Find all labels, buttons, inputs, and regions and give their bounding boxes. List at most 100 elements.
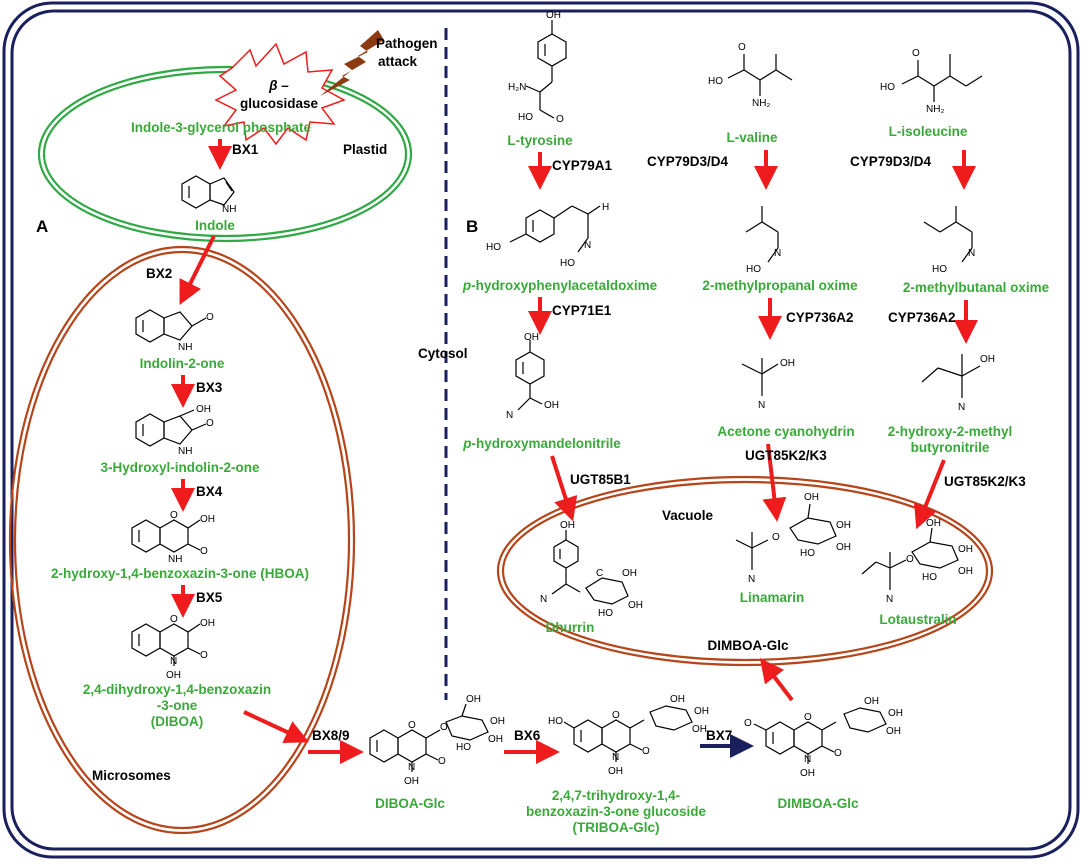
atom-nh-hboa: NH <box>168 554 182 565</box>
compound-acn: Acetone cyanohydrin <box>717 424 854 439</box>
microsomes-label: Microsomes <box>92 768 171 783</box>
vacuole-label: Vacuole <box>662 508 714 523</box>
atom-n-mbox: N <box>968 248 975 259</box>
compound-linamarin: Linamarin <box>740 590 805 605</box>
valine-structure <box>727 54 793 96</box>
atom-o-triboa-ring: O <box>612 710 620 721</box>
atom-ho-diboaglc-2: HO <box>456 742 471 753</box>
arrow-ugt85k2-valine <box>762 443 787 522</box>
atom-o-diboaglc-ring: O <box>408 720 416 731</box>
atom-n-dhurrin: N <box>540 594 547 605</box>
enzyme-bx4: BX4 <box>196 484 223 499</box>
atom-n-acn: N <box>758 400 765 411</box>
lotaustralin-structure <box>861 527 959 590</box>
atom-ho-hpaox: HO <box>486 242 501 253</box>
atom-n-linamarin: N <box>748 574 755 585</box>
atom-o-dimboa: O <box>834 748 842 759</box>
atom-nh2-isoleucine: NH₂ <box>926 104 944 115</box>
atom-ho-valine: HO <box>708 76 723 87</box>
compound-mpox: 2-methylpropanal oxime <box>702 278 858 293</box>
atom-o-tyrosine: O <box>556 114 564 125</box>
compound-tyrosine: L-tyrosine <box>507 133 573 148</box>
compound-hmn-name: -hydroxymandelonitrile <box>471 436 621 451</box>
compound-hboa: 2-hydroxy-1,4-benzoxazin-3-one (HBOA) <box>51 566 309 581</box>
atom-oh-diboaglc-1: OH <box>466 694 481 705</box>
glucosidase-beta-label: β – <box>268 78 289 93</box>
atom-oh-dimboa-1: OH <box>864 696 879 707</box>
atom-ho-isoleucine: HO <box>880 82 895 93</box>
glucosidase-label: glucosidase <box>240 96 319 111</box>
compound-triboa-line2: benzoxazin-3-one glucoside <box>526 804 707 819</box>
atom-oh-diboaglc-3: OH <box>488 734 503 745</box>
enzyme-cyp79d3-isoleucine: CYP79D3/D4 <box>850 154 932 169</box>
cell-wall-inner <box>10 9 1072 851</box>
enzyme-cyp79d3-valine: CYP79D3/D4 <box>647 154 729 169</box>
enzyme-ugt85k2-valine: UGT85K2/K3 <box>745 448 827 463</box>
dhurrin-structure <box>551 530 629 605</box>
enzyme-ugt85k2-isoleucine: UGT85K2/K3 <box>944 474 1026 489</box>
atom-oh-diboa-n: OH <box>166 670 181 681</box>
atom-ho-mbox: HO <box>932 264 947 275</box>
compound-diboa-glc: DIBOA-Glc <box>375 796 445 811</box>
atom-n-dimboa: N <box>804 754 811 765</box>
mbox-structure <box>923 206 973 263</box>
atom-ho-linamarin: HO <box>800 548 815 559</box>
atom-oh-lotaustralin-3: OH <box>958 566 973 577</box>
enzyme-bx5: BX5 <box>196 590 223 605</box>
compound-dhurrin: Dhurrin <box>546 620 595 635</box>
enzyme-bx89: BX8/9 <box>312 728 350 743</box>
atom-n-diboaglc: N <box>408 762 415 773</box>
enzyme-bx2: BX2 <box>146 266 172 281</box>
plastid-membrane-outer <box>37 65 413 243</box>
linamarin-structure <box>735 503 837 570</box>
atom-o-dimboa-ring: O <box>804 712 812 723</box>
atom-oh-diboaglc-n: OH <box>404 776 419 787</box>
atom-n-diboa: N <box>170 656 177 667</box>
dimboa-glc-structure <box>753 707 887 764</box>
enzyme-bx6: BX6 <box>514 728 541 743</box>
atom-oh-hmn-top: OH <box>524 332 539 343</box>
compound-dimboa-glc: DIMBOA-Glc <box>778 796 859 811</box>
compound-diboa-line1: 2,4-dihydroxy-1,4-benzoxazin <box>83 682 271 697</box>
atom-o-indolinone: O <box>206 312 214 323</box>
diboa-glc-structure <box>369 703 489 772</box>
atom-ho-lotaustralin: HO <box>922 572 937 583</box>
compound-mbox: 2-methylbutanal oxime <box>903 280 1050 295</box>
atom-oh-lotaustralin-1: OH <box>926 518 941 529</box>
atom-oh-diboaglc-4: OH <box>490 716 505 727</box>
arrow-diboa-exit <box>243 710 310 743</box>
enzyme-bx7: BX7 <box>706 728 732 743</box>
enzyme-bx1: BX1 <box>232 142 259 157</box>
acn-structure <box>741 358 779 396</box>
compound-hmb-line2: butyronitrile <box>911 440 990 455</box>
atom-oh-triboa-3: OH <box>694 706 709 717</box>
atom-ho-tyrosine: HO <box>518 112 533 123</box>
arrow-bx2 <box>179 235 216 305</box>
enzyme-cyp736a2-isoleucine: CYP736A2 <box>888 310 956 325</box>
mpox-structure <box>745 206 779 263</box>
compound-indolinone: Indolin-2-one <box>140 356 225 371</box>
enzyme-bx3: BX3 <box>196 380 223 395</box>
atom-o-dimboa-methoxy: O <box>744 718 752 729</box>
tyrosine-structure <box>525 20 567 119</box>
atom-oh-hmn: OH <box>544 400 559 411</box>
compound-hpaox-name: -hydroxyphenylacetaldoxime <box>471 278 658 293</box>
atom-oh-hmb: OH <box>980 354 995 365</box>
arrow-dimboa-to-vacuole <box>759 658 794 702</box>
compound-triboa-line3: (TRIBOA-Glc) <box>573 820 660 835</box>
microsome-membrane-inner <box>13 250 351 830</box>
atom-o-lotaustralin: O <box>906 554 914 565</box>
pathogen-attack-label: attack <box>378 54 418 69</box>
atom-o-linamarin: O <box>772 532 780 543</box>
panel-a-label: A <box>36 217 48 236</box>
atom-oh-diboa: OH <box>200 618 215 629</box>
atom-oh-acn: OH <box>780 358 795 369</box>
atom-oh-dhurrin: OH <box>560 520 575 531</box>
atom-o-diboa-ring: O <box>170 614 178 625</box>
atom-hon-hpaox: HO <box>560 258 575 269</box>
enzyme-ugt85b1: UGT85B1 <box>570 472 631 487</box>
atom-o-valine: O <box>738 42 746 53</box>
atom-c-dhurrin: C <box>596 568 603 579</box>
